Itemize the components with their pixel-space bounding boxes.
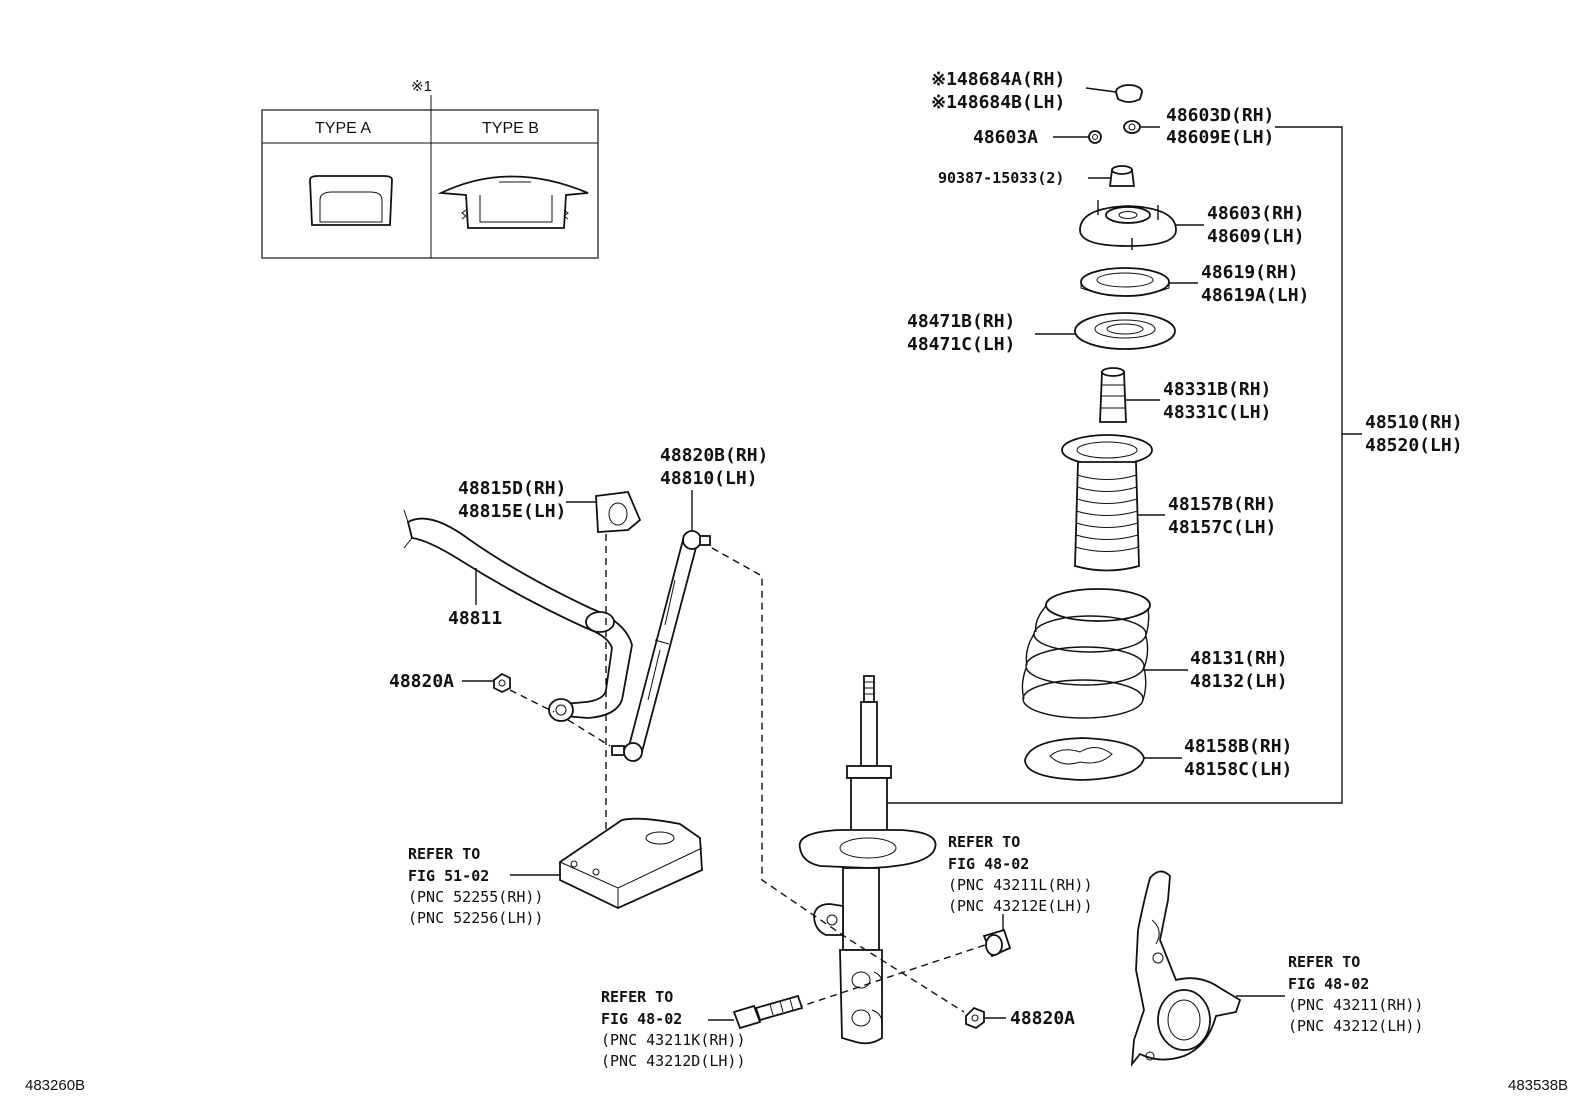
type-b-cap-shape [437,175,589,229]
bearing-48619 [1080,267,1170,297]
refer-fig51-line4: (PNC 52256(LH)) [408,909,543,927]
refer-fig48knuckle-line2: FIG 48-02 [1288,975,1369,993]
lower-insulator-48158 [1024,737,1145,781]
label-48471b: 48471B(RH) [907,311,1015,332]
label-48520: 48520(LH) [1365,435,1463,456]
diagram-code-left: 483260B [25,1077,85,1094]
nut-48603d [1123,120,1141,134]
label-48609e: 48609E(LH) [1166,127,1274,148]
refer-fig48mid-line3: (PNC 43211L(RH)) [948,876,1093,894]
type-b-header: TYPE B [482,120,539,137]
dust-boot-48157 [1061,434,1153,572]
type-box-marker: ※1 [411,78,432,95]
type-a-cap-shape [309,175,393,226]
label-48810: 48810(LH) [660,468,758,489]
label-48158c: 48158C(LH) [1184,759,1292,780]
label-48815e: 48815E(LH) [458,501,566,522]
bolt-pnc-43211k [732,994,804,1030]
steering-knuckle [1130,870,1242,1067]
label-90387: 90387-15033(2) [938,169,1064,187]
shock-absorber-strut [798,675,937,1045]
refer-fig51-line2: FIG 51-02 [408,867,489,885]
refer-fig48bolt-line1: REFER TO [601,988,673,1006]
refer-fig48knuckle-line1: REFER TO [1288,953,1360,971]
label-48820a-left: 48820A [389,671,454,692]
label-48619: 48619(RH) [1201,262,1299,283]
spring-seat-48471 [1074,312,1176,350]
label-48131: 48131(RH) [1190,648,1288,669]
label-48603a: 48603A [973,127,1038,148]
refer-fig48mid-line1: REFER TO [948,833,1020,851]
refer-fig48knuckle-line4: (PNC 43212(LH)) [1288,1017,1423,1035]
refer-fig51-line1: REFER TO [408,845,480,863]
label-48603d: 48603D(RH) [1166,105,1274,126]
bracket-fig-51-02 [559,817,703,909]
coil-spring-48131 [1021,588,1151,719]
assembly-bracket-48510 [880,126,1362,804]
refer-fig48mid-line4: (PNC 43212E(LH)) [948,897,1093,915]
nut-90387 [1108,165,1136,187]
label-48331c: 48331C(LH) [1163,402,1271,423]
cap-148684 [1115,84,1143,103]
label-48510: 48510(RH) [1365,412,1463,433]
label-48820a-bottom: 48820A [1010,1008,1075,1029]
label-48331b: 48331B(RH) [1163,379,1271,400]
refer-fig48bolt-line4: (PNC 43212D(LH)) [601,1052,746,1070]
nut-48603a [1088,130,1102,144]
refer-fig48knuckle-line3: (PNC 43211(RH)) [1288,996,1423,1014]
label-48132: 48132(LH) [1190,671,1288,692]
refer-fig48mid-line2: FIG 48-02 [948,855,1029,873]
refer-fig51-line3: (PNC 52255(RH)) [408,888,543,906]
type-detail-box: ※1 TYPE A TYPE B [261,78,599,259]
nut-48820a-bottom [965,1006,985,1030]
label-48603: 48603(RH) [1207,203,1305,224]
refer-fig48bolt-line3: (PNC 43211K(RH)) [601,1031,746,1049]
label-48471c: 48471C(LH) [907,334,1015,355]
refer-fig48bolt-line2: FIG 48-02 [601,1010,682,1028]
diagram-code-right: 483538B [1508,1077,1568,1094]
label-48158b: 48158B(RH) [1184,736,1292,757]
nut-48820a-left [493,672,511,694]
stabilizer-link-48820b [611,530,711,762]
type-a-header: TYPE A [315,120,371,137]
nut-pnc-43211l [982,928,1012,958]
label-48157b: 48157B(RH) [1168,494,1276,515]
label-48811: 48811 [448,608,502,629]
label-148684b: ※148684B(LH) [931,92,1065,113]
stabilizer-bar-48811 [403,509,633,722]
label-48609: 48609(LH) [1207,226,1305,247]
bushing-48815 [595,491,642,533]
label-48619a: 48619A(LH) [1201,285,1309,306]
bump-stopper-48331 [1099,367,1127,423]
label-148684a: ※148684A(RH) [931,69,1065,90]
label-48820b: 48820B(RH) [660,445,768,466]
assembly-guide-lines [509,534,1001,1013]
leader-148684 [1085,87,1117,93]
label-48815d: 48815D(RH) [458,478,566,499]
upper-support-48603 [1079,200,1177,250]
label-48157c: 48157C(LH) [1168,517,1276,538]
